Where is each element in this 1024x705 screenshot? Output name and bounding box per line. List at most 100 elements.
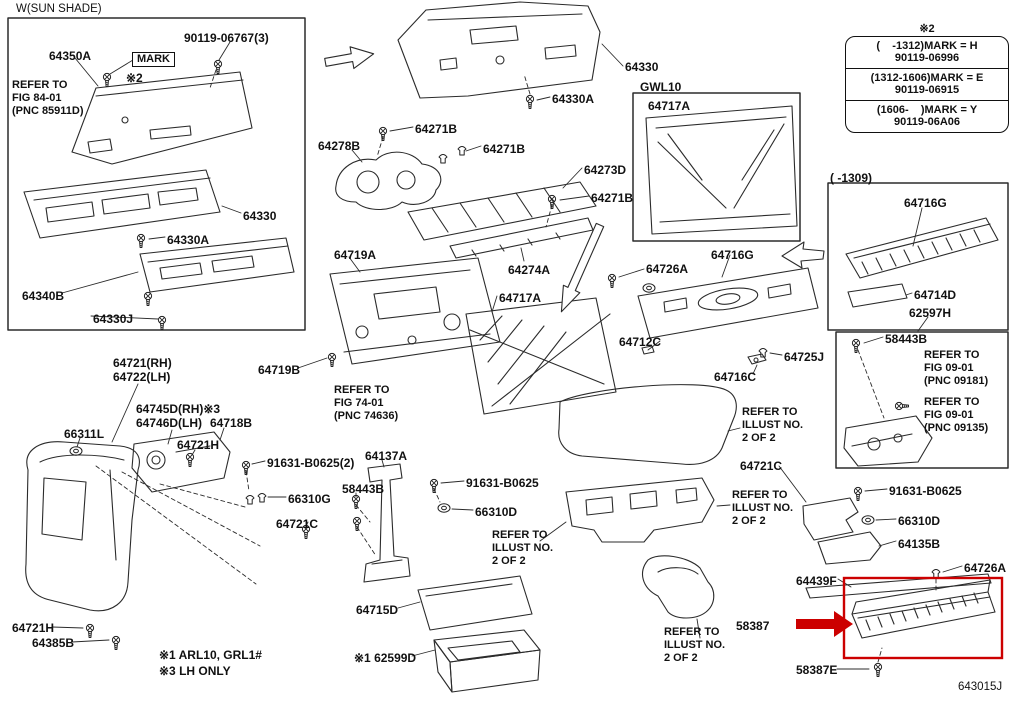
gwl10-box [632, 92, 801, 242]
part-64716G-1309: 64716G [904, 196, 947, 210]
part-58387: 58387 [736, 619, 770, 633]
mark-table: ※2 ( -1312)MARK = H 90119-06996 (1312-16… [845, 22, 1009, 133]
part-64271B-3: 64271B [591, 191, 634, 205]
part-64715D: 64715D [356, 603, 399, 617]
part-64340B: 64340B [22, 289, 65, 303]
bracket-64278B-drawing [335, 151, 442, 211]
part-64135B: 64135B [898, 537, 941, 551]
part-64330-sunshade: 64330 [243, 209, 277, 223]
part-64726A: 64726A [646, 262, 689, 276]
part-64721C-left: 64721C [276, 517, 319, 531]
part-58387E: 58387E [796, 663, 838, 677]
mark-range: ( -1312)MARK = H [876, 40, 978, 52]
sunshade-panel-drawing [23, 71, 295, 293]
part-64271B-2: 64271B [483, 142, 526, 156]
mark-box-label: MARK [132, 52, 175, 67]
part-64719A: 64719A [334, 248, 377, 262]
part-64721H-bottom: 64721H [12, 621, 55, 635]
gwl10-panel-drawing [645, 105, 798, 235]
part-91631-B0625-center: 91631-B0625 [466, 476, 539, 490]
floor-mat-drawing [558, 384, 737, 543]
part-58443B-left: 58443B [342, 482, 385, 496]
pointer-arrow-icon [560, 222, 605, 313]
trim-64716G-drawing [637, 267, 819, 365]
mark-table-box: ( -1312)MARK = H 90119-06996 (1312-1606)… [845, 36, 1009, 133]
part-64274A: 64274A [508, 263, 551, 277]
part-64278B: 64278B [318, 139, 361, 153]
part-66311L: 66311L [64, 427, 105, 441]
tray-62599D-drawing [433, 629, 541, 693]
part-64718B: 64718B [210, 416, 253, 430]
red-arrow-icon [796, 611, 853, 637]
part-66310G: 66310G [288, 492, 331, 506]
part-64716G: 64716G [711, 248, 754, 262]
part-62597H: 62597H [909, 306, 952, 320]
part-64439F: 64439F [796, 574, 837, 588]
block-arrow-left-icon [781, 241, 825, 269]
mark-table-title: ※2 [919, 23, 935, 35]
part-64717A-gwl10: 64717A [648, 99, 691, 113]
part-64271B-1: 64271B [415, 122, 458, 136]
package-tray-panel-drawing [397, 1, 601, 99]
part-64330J: 64330J [93, 312, 134, 326]
part-64350A: 64350A [49, 49, 92, 63]
support-64137A-drawing [363, 463, 411, 583]
part-66310D-right: 66310D [898, 514, 941, 528]
slat-strip-1309-drawing [845, 217, 999, 308]
note-3: ※3 LH ONLY [159, 664, 231, 678]
part-91631-B0625-right: 91631-B0625 [889, 484, 962, 498]
amp-bracket-drawing [843, 415, 933, 467]
part-64716C: 64716C [714, 370, 757, 384]
mark-part-number: 90119-06A06 [893, 116, 961, 128]
block-arrow-right-icon [324, 46, 375, 70]
part-64722-lh: 64722(LH) [113, 370, 171, 384]
part-64717A: 64717A [499, 291, 542, 305]
mat-64715D-drawing [417, 575, 533, 631]
sunshade-variant-box [7, 17, 306, 331]
part-64721-rh: 64721(RH) [113, 356, 172, 370]
mark-part-number: 90119-06996 [894, 52, 960, 64]
sill-plate-58387-drawing [851, 579, 996, 639]
part-64725J: 64725J [784, 350, 825, 364]
mark-range: (1606- )MARK = Y [876, 104, 978, 116]
part-64721H: 64721H [177, 438, 220, 452]
part-64745D-rh: 64745D(RH)※3 [136, 402, 221, 416]
part-90119-06767: 90119-06767(3) [184, 31, 269, 45]
part-64273D: 64273D [584, 163, 627, 177]
part-91631-B0625-2: 91631-B0625(2) [267, 456, 355, 470]
part-64137A: 64137A [365, 449, 408, 463]
mark-table-row: ( -1312)MARK = H 90119-06996 [846, 37, 1008, 68]
note-1: ※1 ARL10, GRL1# [159, 648, 262, 662]
part-64712C: 64712C [619, 335, 662, 349]
range-1309-box [827, 182, 1009, 331]
part-64330A-sunshade: 64330A [167, 233, 210, 247]
part-64726A-right: 64726A [964, 561, 1007, 575]
diagram-id: 643015J [958, 681, 1003, 693]
part-66310D-center: 66310D [475, 505, 518, 519]
mark-table-row: (1606- )MARK = Y 90119-06A06 [846, 101, 1008, 132]
fig09-box [835, 331, 1009, 469]
gwl10-label: GWL10 [640, 80, 682, 94]
quarter-trim-drawing [25, 431, 231, 612]
part-64746D-lh: 64746D(LH) [136, 416, 203, 430]
panel-64717A-drawing [465, 297, 617, 415]
range-1309-label: ( -1309) [830, 171, 873, 185]
header-sunshade-variant: W(SUN SHADE) [16, 3, 102, 15]
part-64721C-right: 64721C [740, 459, 783, 473]
part-64330: 64330 [625, 60, 659, 74]
part-62599D: ※1 62599D [354, 651, 417, 665]
part-64385B: 64385B [32, 636, 75, 650]
part-64719B: 64719B [258, 363, 301, 377]
mark-range: (1312-1606)MARK = E [870, 72, 984, 84]
part-58443B-right: 58443B [885, 332, 928, 346]
mark-ref-2: ※2 [126, 71, 143, 85]
